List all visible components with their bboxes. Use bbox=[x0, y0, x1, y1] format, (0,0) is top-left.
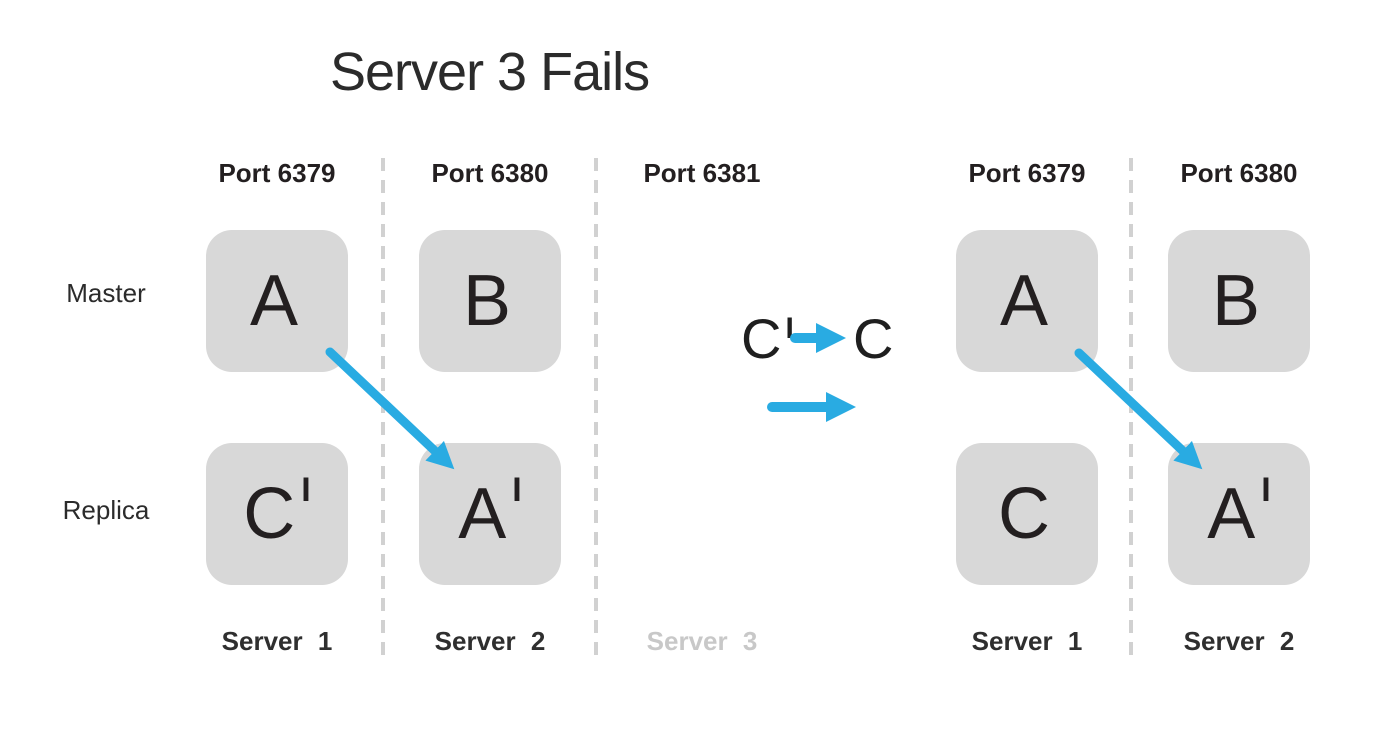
master-box-b: B bbox=[1168, 230, 1310, 372]
port-label: Port 6379 bbox=[218, 158, 336, 188]
server-label-failed: Server 3 bbox=[646, 626, 758, 656]
master-box-a: A bbox=[206, 230, 348, 372]
prime-mark: I bbox=[301, 471, 311, 509]
box-letter: B bbox=[1211, 261, 1261, 341]
right-column-server1: Port 6379 A C Server 1 bbox=[956, 158, 1098, 670]
diagram-title: Server 3 Fails bbox=[330, 42, 650, 102]
server-label: Server 2 bbox=[434, 626, 546, 656]
port-label: Port 6379 bbox=[968, 158, 1086, 188]
server-label: Server 2 bbox=[1183, 626, 1295, 656]
box-letter: B bbox=[462, 261, 512, 341]
server-label: Server 1 bbox=[971, 626, 1083, 656]
prime-mark: I bbox=[1261, 471, 1271, 509]
box-letter: C bbox=[998, 474, 1050, 554]
box-letter: A bbox=[249, 261, 299, 341]
box-letter: A bbox=[999, 261, 1049, 341]
row-label-replica: Replica bbox=[62, 495, 150, 525]
port-label: Port 6380 bbox=[431, 158, 549, 188]
master-box-b: B bbox=[419, 230, 561, 372]
annotation-letter: C bbox=[853, 307, 894, 370]
prime-mark: I bbox=[512, 471, 522, 509]
box-letter: C bbox=[243, 474, 296, 554]
annotation-letter: C bbox=[741, 307, 782, 370]
prime-mark: I bbox=[785, 312, 794, 345]
left-column-server3-failed: Port 6381 Server 3 bbox=[631, 158, 773, 670]
replica-box-c: C bbox=[956, 443, 1098, 585]
annotation-target-letter: C bbox=[853, 311, 893, 367]
master-box-a: A bbox=[956, 230, 1098, 372]
port-label: Port 6380 bbox=[1180, 158, 1298, 188]
row-label-master: Master bbox=[66, 278, 146, 308]
server-label: Server 1 bbox=[221, 626, 333, 656]
port-label: Port 6381 bbox=[643, 158, 761, 188]
box-letter: A bbox=[1207, 474, 1256, 554]
box-letter: A bbox=[458, 474, 507, 554]
